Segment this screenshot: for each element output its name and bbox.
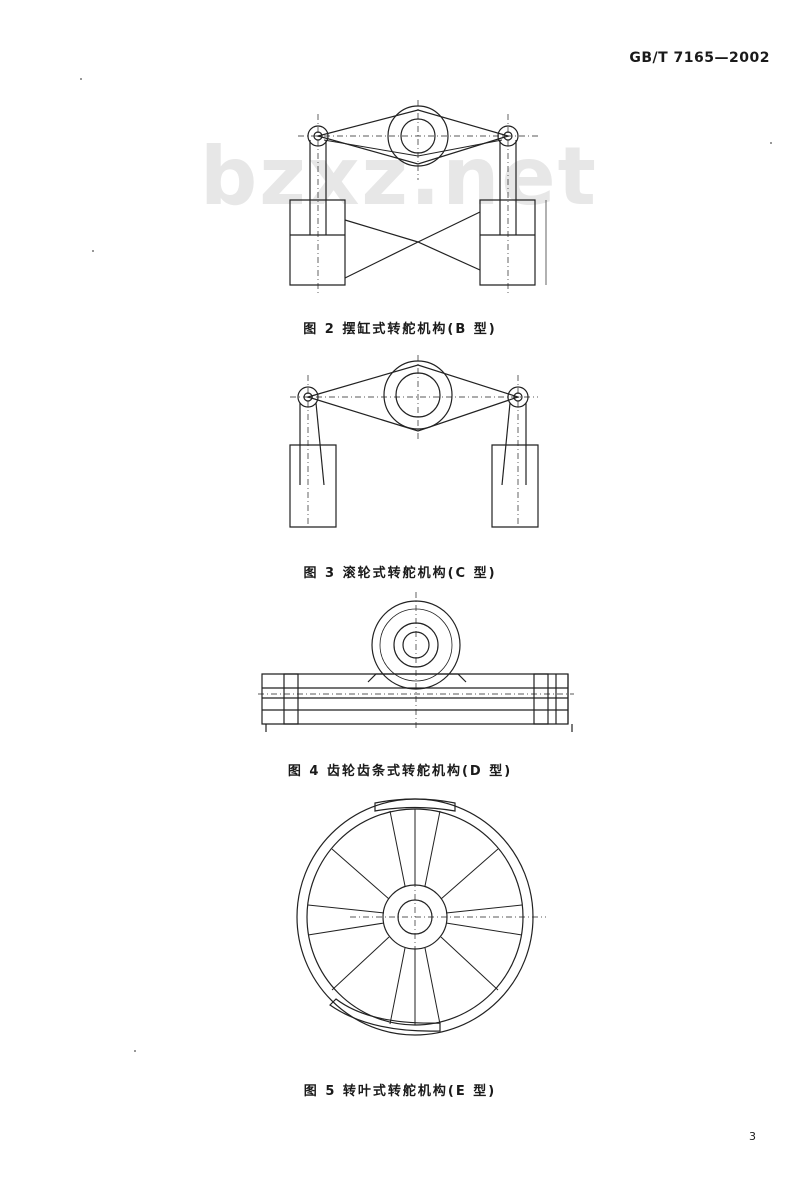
left-cylinder-cap <box>284 674 298 724</box>
tiller-outline <box>318 110 508 164</box>
left-cylinder <box>290 200 345 285</box>
figure-4-drawing <box>258 590 578 735</box>
figure-2-caption: 图 2 摆缸式转舵机构(B 型) <box>303 322 497 337</box>
figure-3-caption: 图 3 滚轮式转舵机构(C 型) <box>303 566 497 581</box>
scan-speck <box>134 1050 136 1052</box>
left-cylinder <box>290 445 336 527</box>
figure-5-caption: 图 5 转叶式转舵机构(E 型) <box>303 1084 497 1099</box>
rack-teeth <box>368 674 466 682</box>
tiller-outline <box>308 365 518 431</box>
scan-speck <box>770 142 772 144</box>
figure-4-caption: 图 4 齿轮齿条式转舵机构(D 型) <box>287 764 513 779</box>
right-cylinder <box>492 445 538 527</box>
watermark: bzxz.net <box>200 130 598 223</box>
figure-2-drawing <box>280 100 550 300</box>
scan-speck <box>80 78 82 80</box>
right-cylinder-cap <box>534 674 548 724</box>
right-cylinder <box>480 200 535 285</box>
crossed-pipes <box>345 212 480 278</box>
figure-3-drawing <box>280 355 550 530</box>
top-stopper <box>375 799 455 811</box>
standard-code: GB/T 7165—2002 <box>629 50 770 66</box>
rack-housing <box>262 674 568 724</box>
bottom-stopper <box>330 999 440 1031</box>
figure-5-drawing <box>290 795 550 1040</box>
page-number: 3 <box>749 1130 756 1143</box>
scan-speck <box>92 250 94 252</box>
vane-spokes <box>308 809 522 1025</box>
